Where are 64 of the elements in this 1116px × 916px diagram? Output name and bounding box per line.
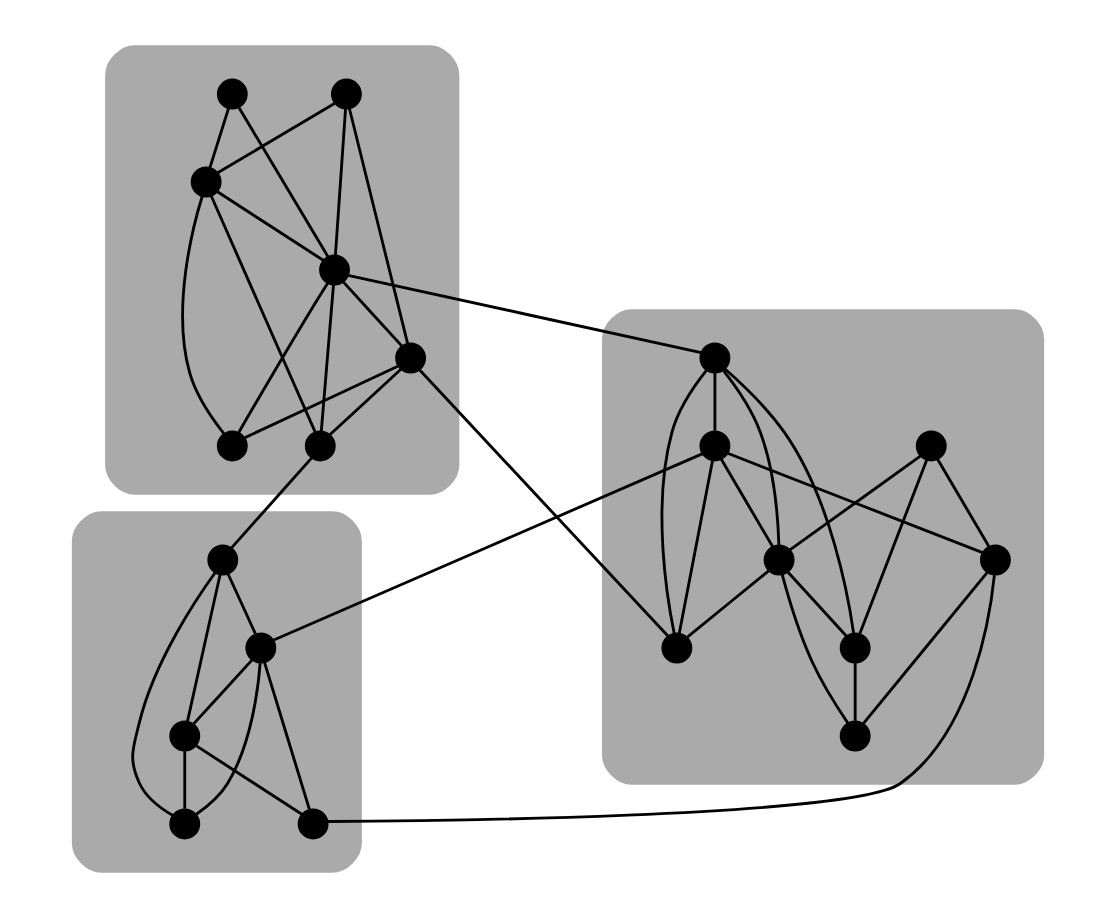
- connector: [789, 454, 922, 550]
- node-circle: [190, 165, 222, 197]
- node-circle: [330, 77, 362, 109]
- connector: [319, 283, 335, 431]
- node-circle: [169, 807, 201, 839]
- connector: [862, 570, 989, 724]
- node-circle: [169, 719, 201, 751]
- cluster: [105, 44, 460, 494]
- node-circle: [699, 429, 731, 461]
- connector: [237, 105, 330, 257]
- connector: [192, 657, 254, 725]
- connector: [244, 364, 399, 438]
- connector: [713, 371, 717, 430]
- connector: [208, 106, 230, 168]
- connector: [272, 451, 704, 641]
- node-circle: [699, 341, 731, 373]
- connector: [677, 458, 715, 633]
- node-circle: [395, 341, 427, 373]
- connector: [230, 455, 313, 549]
- connector: [209, 193, 317, 432]
- connector: [183, 749, 187, 808]
- connector: [131, 570, 217, 816]
- node-circle: [207, 543, 239, 575]
- connector: [216, 101, 336, 174]
- node-circle: [319, 253, 350, 285]
- connector: [722, 368, 781, 545]
- connector: [418, 367, 669, 636]
- node-circle: [979, 543, 1011, 575]
- connector: [858, 458, 929, 634]
- cluster: [601, 308, 1045, 784]
- node-circle: [216, 429, 248, 461]
- cluster: [71, 510, 362, 872]
- connector: [342, 279, 404, 347]
- node-circle: [839, 719, 871, 751]
- connector: [727, 450, 984, 553]
- connector: [263, 661, 311, 809]
- connector: [786, 570, 848, 637]
- connector: [328, 367, 402, 435]
- connector: [333, 107, 347, 255]
- connector: [327, 574, 996, 822]
- connector: [194, 743, 303, 815]
- connector: [226, 572, 257, 634]
- connector: [720, 457, 774, 547]
- node-circle: [245, 631, 277, 663]
- node-circle: [297, 807, 329, 839]
- connector: [936, 457, 991, 547]
- connector: [237, 281, 329, 433]
- connector: [723, 366, 855, 633]
- connector: [853, 661, 857, 720]
- connector: [780, 573, 849, 723]
- connector: [186, 573, 222, 721]
- connector: [195, 661, 262, 815]
- connector: [686, 568, 770, 637]
- node-circle: [304, 429, 336, 461]
- connector: [660, 368, 708, 633]
- node-circle: [763, 543, 795, 575]
- node-circle: [661, 631, 693, 663]
- connector: [347, 106, 410, 344]
- node-circle: [839, 631, 871, 663]
- connector: [216, 189, 325, 261]
- node-circle: [915, 429, 947, 461]
- connector: [181, 195, 225, 434]
- connector: [347, 272, 702, 353]
- node-circle: [216, 77, 248, 109]
